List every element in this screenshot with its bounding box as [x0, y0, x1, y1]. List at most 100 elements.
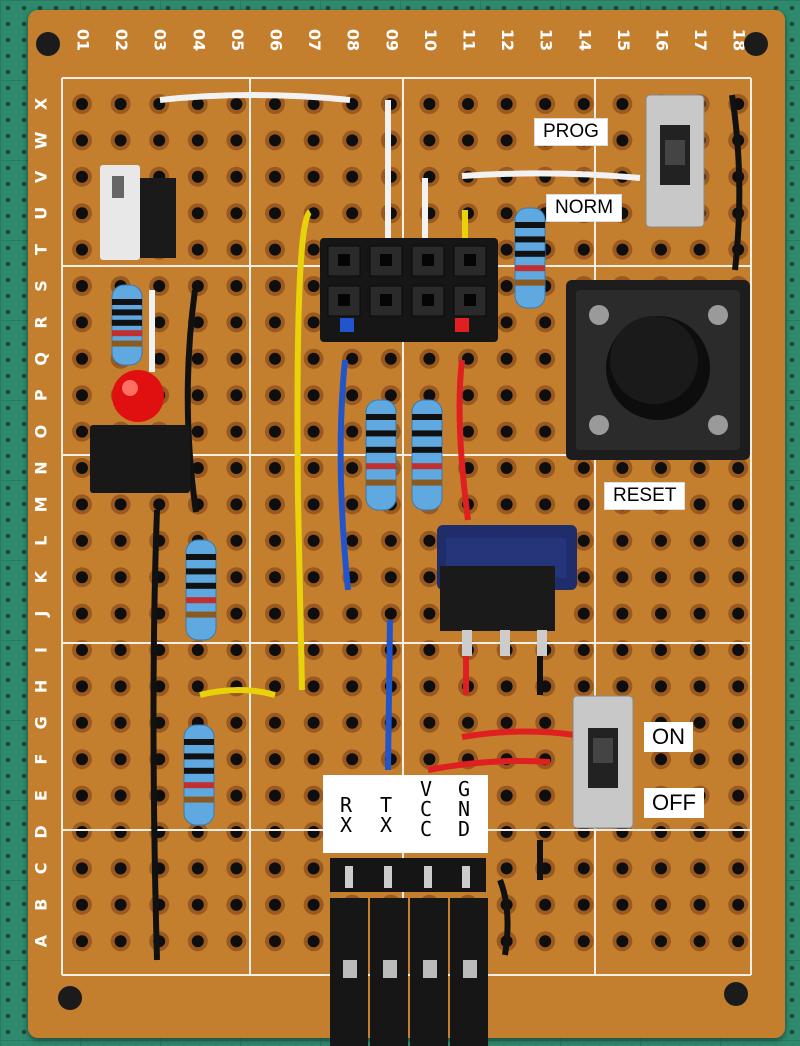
solder-hole	[191, 170, 204, 183]
solder-hole	[76, 571, 88, 584]
resistors	[111, 207, 546, 826]
pin-label-rx-bottom: X	[339, 813, 353, 837]
solder-hole	[76, 789, 88, 802]
jumper-block	[100, 165, 176, 260]
header-socket-hole	[464, 294, 476, 306]
solder-hole	[655, 753, 667, 766]
solder-hole	[346, 716, 359, 729]
header-socket-hole	[422, 294, 434, 306]
serial-pin-header	[330, 858, 488, 1046]
solder-hole	[269, 389, 281, 402]
solder-hole	[346, 462, 359, 474]
solder-hole	[76, 316, 88, 329]
pin-label-tx-top: T	[379, 793, 393, 817]
solder-hole	[423, 534, 436, 547]
power-slide-switch	[572, 695, 634, 829]
solder-hole	[655, 644, 667, 656]
solder-hole	[577, 534, 590, 547]
solder-hole	[307, 280, 320, 292]
solder-hole	[76, 207, 88, 220]
pin-label-tx-bottom: X	[379, 813, 393, 837]
solder-hole	[269, 826, 281, 838]
solder-hole	[539, 462, 552, 474]
column-number: 12	[498, 29, 517, 51]
solder-hole	[230, 935, 243, 948]
solder-hole	[76, 134, 88, 147]
solder-hole	[76, 352, 88, 365]
solder-hole	[230, 789, 243, 802]
solder-hole	[76, 534, 88, 547]
solder-hole	[732, 644, 745, 656]
row-letter: J	[32, 611, 51, 618]
serial-pin-labels: R X T X V C C G N D	[323, 775, 488, 853]
mounting-hole-top-right	[744, 32, 768, 56]
solder-hole	[191, 207, 204, 220]
solder-hole	[307, 753, 320, 766]
solder-hole	[655, 243, 667, 256]
solder-hole	[616, 534, 629, 547]
row-letter: I	[32, 647, 51, 653]
solder-hole	[230, 425, 243, 438]
column-number: 18	[730, 29, 749, 51]
solder-hole	[346, 389, 359, 402]
solder-hole	[269, 134, 281, 147]
solder-hole	[76, 498, 88, 511]
column-number: 06	[267, 29, 286, 51]
solder-hole	[307, 170, 320, 183]
solder-hole	[114, 753, 127, 766]
solder-hole	[539, 425, 552, 438]
solder-hole	[539, 498, 552, 511]
column-number: 03	[151, 29, 170, 51]
solder-hole	[191, 425, 204, 438]
solder-hole	[76, 462, 88, 474]
solder-hole	[230, 826, 243, 838]
solder-hole	[269, 935, 281, 948]
solder-hole	[693, 243, 706, 256]
solder-hole	[230, 716, 243, 729]
wire-black-6	[497, 878, 511, 956]
solder-hole	[577, 644, 590, 656]
row-letter: X	[32, 97, 51, 110]
prog-label: PROG	[534, 118, 608, 146]
solder-hole	[655, 898, 667, 911]
solder-hole	[693, 898, 706, 911]
solder-hole	[76, 753, 88, 766]
solder-hole	[269, 644, 281, 656]
solder-hole	[269, 280, 281, 292]
solder-hole	[500, 98, 513, 110]
solder-hole	[500, 862, 513, 875]
solder-hole	[307, 607, 320, 620]
resistor	[411, 399, 443, 511]
solder-hole	[307, 935, 320, 948]
column-number: 08	[344, 29, 363, 51]
solder-hole	[191, 462, 204, 474]
solder-hole	[423, 607, 436, 620]
solder-hole	[539, 316, 552, 329]
solder-hole	[307, 571, 320, 584]
solder-hole	[307, 389, 320, 402]
solder-hole	[114, 571, 127, 584]
pin-label-gnd-2: N	[457, 797, 471, 821]
row-letter: L	[32, 536, 51, 546]
solder-hole	[539, 98, 552, 110]
solder-hole	[732, 534, 745, 547]
solder-hole	[423, 389, 436, 402]
solder-hole	[307, 826, 320, 838]
solder-hole	[655, 571, 667, 584]
solder-hole	[230, 607, 243, 620]
solder-hole	[539, 898, 552, 911]
solder-hole	[616, 862, 629, 875]
solder-hole	[230, 534, 243, 547]
wire-blue-1	[337, 359, 351, 591]
solder-hole	[462, 389, 474, 402]
solder-hole	[307, 425, 320, 438]
solder-hole	[269, 98, 281, 110]
wire-red-1	[456, 359, 471, 521]
solder-hole	[269, 462, 281, 474]
solder-hole	[655, 680, 667, 693]
solder-hole	[230, 243, 243, 256]
row-letter: F	[32, 754, 51, 765]
resistor	[514, 207, 546, 309]
on-label: ON	[644, 722, 693, 752]
solder-hole	[76, 680, 88, 693]
